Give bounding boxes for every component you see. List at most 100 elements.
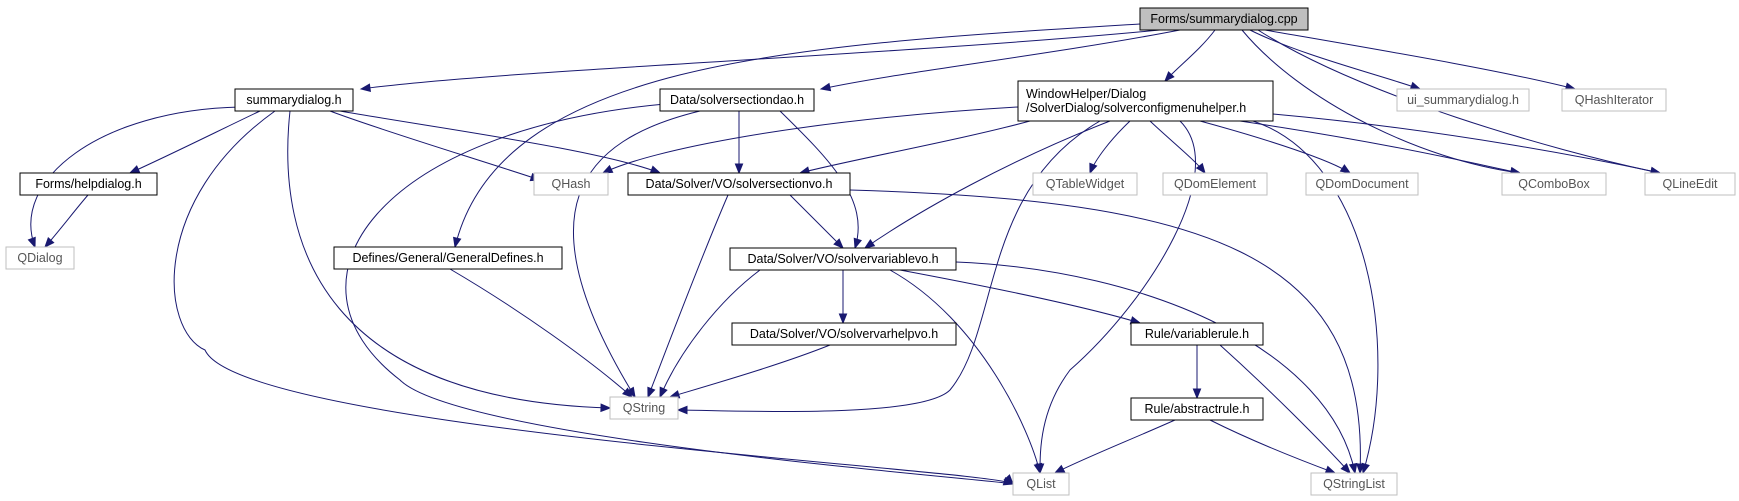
edge-line: [889, 269, 1041, 474]
node-label: summarydialog.h: [246, 93, 341, 107]
edge-n1-to-n6: [128, 110, 261, 174]
arrowhead-icon: [734, 163, 744, 175]
node-box: [333, 246, 563, 270]
edge-n1-to-n7: [329, 110, 542, 182]
edge-n0-to-n4: [1249, 29, 1422, 90]
edge-n8-to-n20: [647, 194, 729, 399]
node-qcombobox: QComboBox: [1501, 172, 1607, 196]
node-label: QDialog: [17, 251, 62, 265]
arrowhead-icon: [649, 165, 662, 174]
edge-n3-to-n13: [1272, 113, 1662, 176]
edge-line: [129, 110, 261, 174]
arrowhead-icon: [676, 405, 688, 415]
edge-n18-to-n19: [1192, 345, 1202, 400]
edge-line: [1239, 120, 1521, 174]
edge-line: [339, 110, 661, 174]
edge-line: [677, 120, 1101, 413]
arrowhead-icon: [622, 387, 634, 398]
node-box: [5, 246, 75, 270]
node-label: ui_summarydialog.h: [1407, 93, 1519, 107]
node-label: /SolverDialog/solverconfigmenuhelper.h: [1026, 101, 1246, 115]
edge-n16-to-n20: [659, 269, 761, 399]
node-label: QDomElement: [1174, 177, 1256, 191]
node-qstring: QString: [609, 396, 679, 420]
node-windowhelper-dialog-solverdialog-solverconfigmenuhelper-h[interactable]: WindowHelper/Dialog/SolverDialog/solverc…: [1017, 80, 1274, 122]
edge-line: [1249, 29, 1421, 90]
edge-n2-to-n20: [572, 110, 701, 399]
node-label: Defines/General/GeneralDefines.h: [352, 251, 543, 265]
node-label: QLineEdit: [1663, 177, 1718, 191]
edge-line: [659, 269, 761, 398]
arrowhead-icon: [1340, 463, 1351, 474]
node-label: QHashIterator: [1575, 93, 1654, 107]
edge-n3-to-n7: [601, 106, 1019, 174]
node-label: Data/Solver/VO/solvervariablevo.h: [747, 252, 938, 266]
arrowhead-icon: [359, 83, 372, 93]
edge-line: [789, 194, 844, 249]
node-box: [1561, 88, 1667, 112]
edge-line: [799, 120, 1031, 174]
edge-line: [173, 110, 1014, 485]
node-box: [1305, 172, 1419, 196]
edge-line: [329, 110, 541, 181]
edge-n2-to-n8: [734, 111, 744, 175]
node-qdomelement: QDomElement: [1162, 172, 1268, 196]
arrowhead-icon: [1324, 465, 1337, 474]
edge-n2-to-n21: [345, 103, 1015, 486]
node-box: [627, 172, 851, 196]
arrowhead-icon: [601, 164, 614, 174]
node-data-solver-vo-solvervarhelpvo-h[interactable]: Data/Solver/VO/solvervarhelpvo.h: [731, 322, 957, 346]
edge-n8-to-n16: [789, 194, 844, 249]
node-box: [731, 322, 957, 346]
edge-line: [1219, 344, 1351, 474]
node-label: QList: [1026, 477, 1056, 491]
edge-line: [1209, 419, 1336, 474]
node-defines-general-generaldefines-h[interactable]: Defines/General/GeneralDefines.h: [333, 246, 563, 270]
edge-n0-to-n1: [359, 29, 1161, 93]
edge-line: [1257, 29, 1661, 174]
edge-n16-to-n21: [889, 269, 1043, 475]
node-rule-variablerule-h[interactable]: Rule/variablerule.h: [1130, 322, 1264, 346]
node-box: [19, 172, 158, 196]
node-box: [1017, 80, 1274, 122]
node-label: QComboBox: [1518, 177, 1590, 191]
edge-n15-to-n20: [449, 268, 634, 398]
edge-line: [345, 103, 1014, 485]
node-label: QString: [623, 401, 665, 415]
edge-n3-to-n12: [1239, 120, 1522, 176]
node-data-solversectiondao-h[interactable]: Data/solversectiondao.h: [659, 88, 815, 112]
node-box: [659, 88, 815, 112]
node-box: [729, 247, 957, 271]
edge-n3-to-n16: [863, 120, 1111, 249]
node-rule-abstractrule-h[interactable]: Rule/abstractrule.h: [1130, 397, 1264, 421]
node-box: [533, 172, 609, 196]
edge-line: [820, 29, 1181, 90]
node-summarydialog-h[interactable]: summarydialog.h: [234, 88, 354, 112]
edge-line: [864, 120, 1111, 249]
node-data-solver-vo-solvervariablevo-h[interactable]: Data/Solver/VO/solvervariablevo.h: [729, 247, 957, 271]
edge-n3-to-n11: [1199, 120, 1352, 174]
node-qdialog: QDialog: [5, 246, 75, 270]
edge-line: [1264, 29, 1576, 90]
arrowhead-icon: [27, 236, 36, 249]
edge-line: [647, 194, 729, 398]
edge-line: [1272, 113, 1661, 174]
node-forms-summarydialog-cpp[interactable]: Forms/summarydialog.cpp: [1139, 7, 1309, 31]
edge-n0-to-n15: [453, 23, 1141, 249]
edge-n3-to-n20: [676, 120, 1101, 415]
arrowhead-icon: [833, 238, 844, 249]
arrowhead-icon: [819, 82, 832, 92]
edge-line: [360, 29, 1161, 90]
edge-n3-to-n8: [798, 120, 1031, 175]
node-forms-helpdialog-h[interactable]: Forms/helpdialog.h: [19, 172, 158, 196]
arrowhead-icon: [44, 237, 55, 249]
node-box: [1162, 172, 1268, 196]
node-qlist: QList: [1012, 472, 1070, 496]
node-qhashiterator: QHashIterator: [1561, 88, 1667, 112]
arrowhead-icon: [1192, 388, 1202, 400]
edge-line: [849, 189, 1361, 474]
arrowhead-icon: [1164, 71, 1175, 82]
node-data-solver-vo-solversectionvo-h[interactable]: Data/Solver/VO/solversectionvo.h: [627, 172, 851, 196]
